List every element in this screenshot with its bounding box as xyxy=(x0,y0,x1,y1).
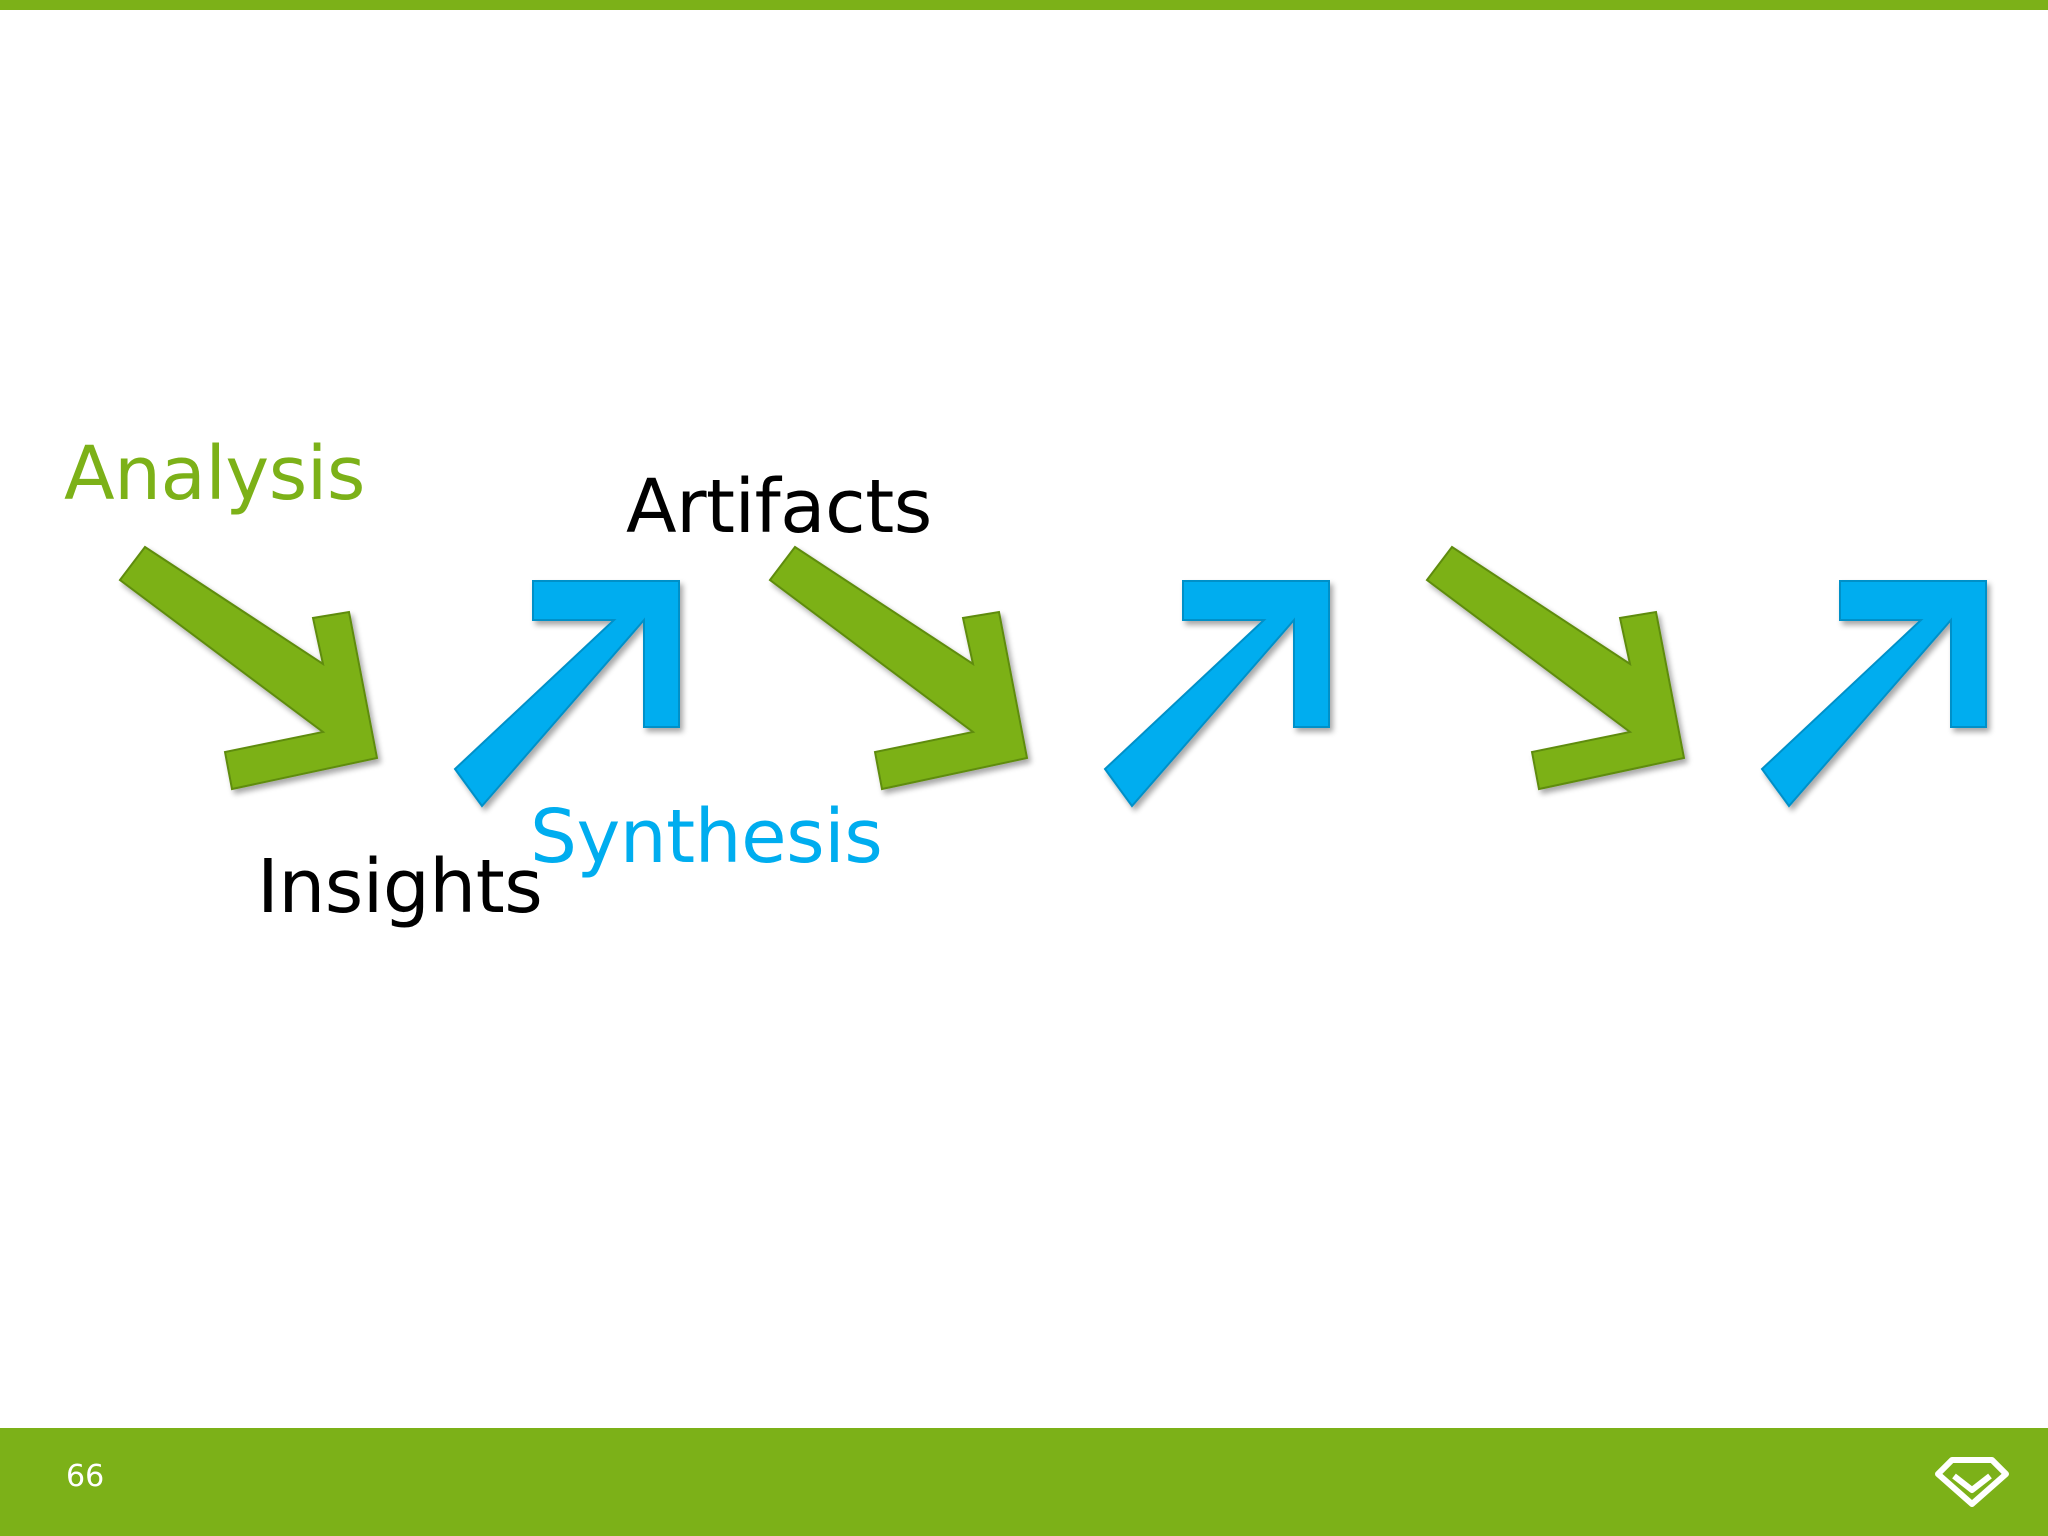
insights-label: Insights xyxy=(257,844,543,930)
top-accent-bar xyxy=(0,0,2048,10)
blue-arrow-up-right-1 xyxy=(453,580,680,808)
artifacts-label: Artifacts xyxy=(626,464,932,550)
footer-bar xyxy=(0,1428,2048,1536)
diamond-logo-icon xyxy=(1935,1457,2009,1507)
blue-arrow-up-right-3 xyxy=(1760,580,1987,808)
synthesis-label: Synthesis xyxy=(530,794,883,880)
analysis-label: Analysis xyxy=(64,431,365,517)
blue-arrow-up-right-2 xyxy=(1103,580,1330,808)
green-arrow-down-right-1 xyxy=(118,545,379,791)
green-arrow-down-right-3 xyxy=(1425,545,1686,791)
green-arrow-down-right-2 xyxy=(768,545,1029,791)
page-number: 66 xyxy=(66,1459,105,1494)
